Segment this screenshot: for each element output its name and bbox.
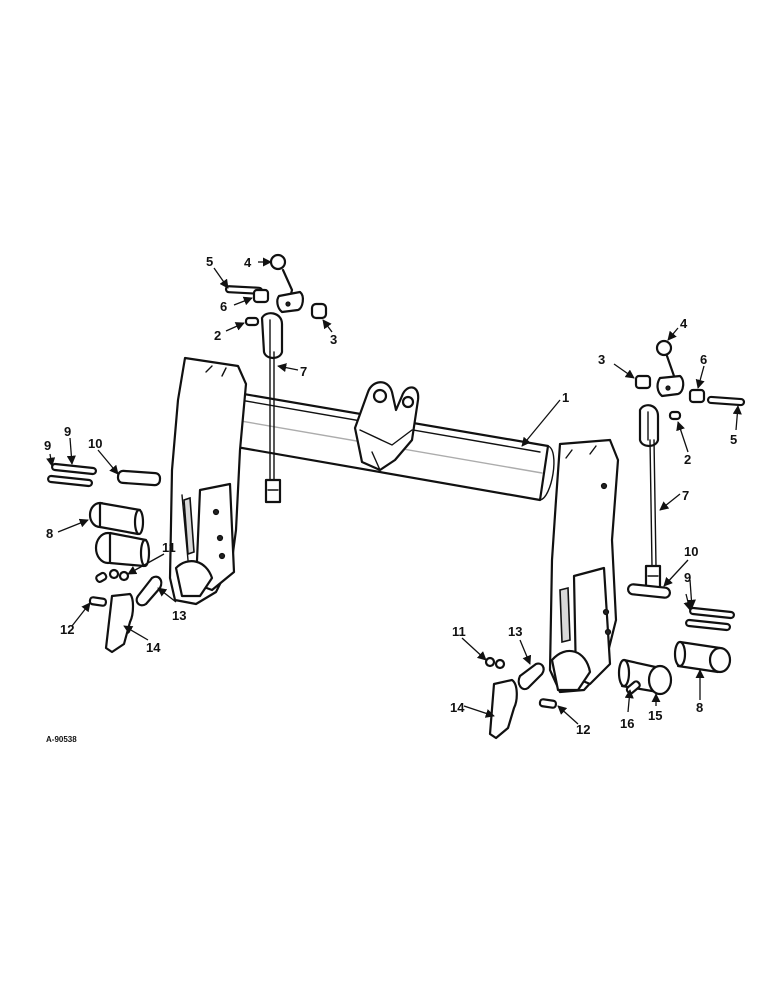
leader-11b (461, 637, 487, 661)
pin-8-left (88, 501, 145, 536)
callout-7-left: 7 (300, 364, 307, 379)
latch-handle-right (655, 339, 685, 398)
bushing-6-right (688, 388, 706, 404)
link-13-right (517, 662, 545, 691)
leader-7a (277, 363, 299, 373)
callout-13-left: 13 (172, 608, 186, 623)
leader-lines (46, 257, 742, 725)
callout-9-left-a: 9 (44, 438, 51, 453)
callout-10-right: 10 (684, 544, 698, 559)
left-loose-parts (47, 462, 163, 654)
callout-5-left: 5 (206, 254, 213, 269)
latch-handle-left (269, 253, 304, 314)
leader-14b (463, 705, 495, 718)
leader-8a (57, 518, 89, 533)
callout-6-left: 6 (220, 299, 227, 314)
leader-2a (225, 322, 245, 332)
pin-9-right-b (685, 618, 731, 632)
pin-9-right-a (689, 606, 735, 620)
leader-2b (676, 421, 689, 453)
callout-3-right: 3 (598, 352, 605, 367)
pin-2-right (668, 410, 682, 421)
pin-9-left-b (47, 474, 93, 488)
callout-7-right: 7 (682, 488, 689, 503)
leader-5b (732, 405, 742, 431)
callout-10-left: 10 (88, 436, 102, 451)
leader-3a (322, 319, 333, 333)
latch-14-right (488, 678, 518, 740)
callout-6-right: 6 (700, 352, 707, 367)
bushing-3-right (634, 374, 652, 390)
leader-9b (66, 437, 76, 465)
leader-16 (624, 689, 634, 713)
callout-8-left: 8 (46, 526, 53, 541)
pin-12-right (538, 698, 558, 709)
clip-11-left (108, 568, 130, 582)
callout-labels: 1 2 2 3 3 4 4 5 5 6 6 7 7 8 8 9 9 9 10 1… (44, 254, 737, 737)
pin-10-right (626, 583, 672, 599)
callout-12-right: 12 (576, 722, 590, 737)
callout-2-left: 2 (214, 328, 221, 343)
latch-rod-left (260, 312, 284, 504)
quick-hitch-frame (168, 356, 620, 694)
right-latch-assembly (634, 339, 746, 590)
leader-4b (667, 327, 679, 341)
leader-10b (663, 559, 689, 587)
callout-14-left: 14 (146, 640, 161, 655)
leader-5a (213, 267, 229, 289)
leader-9d (686, 579, 696, 609)
sleeve-15-left (94, 531, 151, 568)
leader-13b (519, 639, 532, 665)
callout-11-left: 11 (162, 540, 176, 555)
leader-9a (46, 453, 56, 467)
leader-6a (233, 296, 253, 306)
leader-10a (97, 449, 119, 475)
leader-12a (71, 602, 91, 627)
leader-14a (123, 625, 149, 641)
center-clevis (353, 381, 420, 472)
pin-8-right (673, 640, 732, 674)
leader-12b (557, 705, 579, 725)
leader-3b (613, 363, 635, 379)
callout-3-left: 3 (330, 332, 337, 347)
pin-5-right (706, 395, 746, 407)
latch-rod-right (638, 404, 662, 590)
leader-11a (127, 553, 165, 575)
pin-10-left (116, 469, 162, 487)
link-13-left (135, 575, 163, 607)
callout-11-right: 11 (452, 624, 466, 639)
callout-9-left-b: 9 (64, 424, 71, 439)
callout-2-right: 2 (684, 452, 691, 467)
bushing-6-left (252, 288, 270, 304)
callout-15: 15 (648, 708, 662, 723)
leader-9c (683, 593, 693, 611)
pin-16-left (95, 571, 108, 583)
callout-9-right: 9 (684, 570, 691, 585)
right-loose-parts (484, 583, 735, 740)
right-frame-arm (548, 438, 620, 694)
callout-12-left: 12 (60, 622, 74, 637)
callout-5-right: 5 (730, 432, 737, 447)
callout-8-right: 8 (696, 700, 703, 715)
callout-14-right: 14 (450, 700, 465, 715)
bushing-3-left (310, 302, 328, 320)
left-frame-arm (168, 356, 248, 606)
callout-13-right: 13 (508, 624, 522, 639)
leader-6b (695, 365, 705, 389)
leader-7b (659, 493, 681, 511)
callout-4-right: 4 (680, 316, 688, 331)
clip-11-right (484, 656, 506, 670)
pin-9-left-a (51, 462, 97, 476)
callout-4-left: 4 (244, 255, 252, 270)
pin-2-left (244, 316, 260, 327)
drawing-number: A-90538 (46, 735, 77, 744)
leader-1 (521, 399, 561, 447)
leader-13a (157, 587, 177, 603)
latch-14-left (104, 592, 135, 654)
callout-1: 1 (562, 390, 569, 405)
pin-12-left (88, 596, 108, 607)
callout-16: 16 (620, 716, 634, 731)
